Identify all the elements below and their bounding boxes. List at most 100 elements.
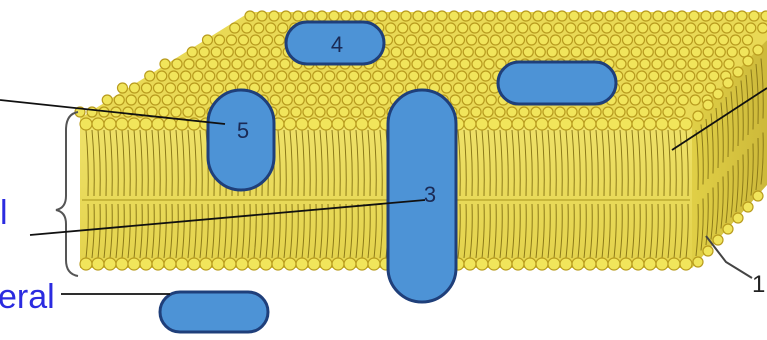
lipid-head — [351, 107, 361, 117]
lipid-head — [198, 95, 208, 105]
protein-peripheral-bottom — [160, 292, 268, 332]
lipid-head — [184, 59, 194, 69]
lipid-head — [626, 23, 636, 33]
lipid-head — [743, 35, 753, 45]
lipid-head — [196, 59, 206, 69]
lipid-head — [703, 100, 713, 110]
lipid-head — [172, 59, 182, 69]
lipid-head — [602, 23, 612, 33]
lipid-head — [114, 95, 124, 105]
lipid-head — [530, 23, 540, 33]
lipid-head — [266, 23, 276, 33]
lipid-head — [415, 47, 425, 57]
lipid-head — [536, 118, 548, 130]
lipid-head — [713, 235, 723, 245]
lipid-head — [499, 47, 509, 57]
lipid-head — [640, 59, 650, 69]
lipid-head — [239, 35, 249, 45]
protein-3-number: 3 — [424, 182, 436, 207]
lipid-head — [256, 59, 266, 69]
lipid-head — [563, 35, 573, 45]
lipid-head — [92, 118, 104, 130]
lipid-head — [733, 213, 743, 223]
lipid-head — [388, 59, 398, 69]
lipid-head — [652, 59, 662, 69]
lipid-head — [625, 71, 635, 81]
lipid-head — [471, 107, 481, 117]
lipid-head — [642, 95, 652, 105]
lipid-head — [128, 118, 140, 130]
lipid-head — [104, 118, 116, 130]
lipid-head — [205, 71, 215, 81]
lipid-head — [627, 107, 637, 117]
lipid-head — [723, 78, 733, 88]
lipid-head — [244, 59, 254, 69]
lipid-head — [212, 258, 224, 270]
lipid-head — [761, 11, 767, 21]
lipid-head — [275, 35, 285, 45]
lipid-head — [668, 258, 680, 270]
lipid-head — [710, 23, 720, 33]
lipid-head — [630, 95, 640, 105]
lipid-head — [651, 107, 661, 117]
lipid-head — [356, 118, 368, 130]
lipid-head — [445, 71, 455, 81]
lipid-head — [152, 258, 164, 270]
lipid-head — [330, 95, 340, 105]
lipid-head — [512, 258, 524, 270]
lipid-head — [527, 35, 537, 45]
lipid-head — [199, 47, 209, 57]
lipid-head — [433, 71, 443, 81]
lipid-head — [512, 118, 524, 130]
lipid-head — [368, 118, 380, 130]
lipid-head — [543, 107, 553, 117]
lipid-head — [658, 83, 668, 93]
lipid-head — [536, 258, 548, 270]
lipid-head — [671, 35, 681, 45]
lipid-head — [507, 107, 517, 117]
lipid-head — [443, 35, 453, 45]
lipid-head — [515, 35, 525, 45]
lipid-head — [126, 95, 136, 105]
protein-surface-right — [498, 62, 616, 104]
lipid-head — [560, 258, 572, 270]
lipid-head — [481, 71, 491, 81]
lipid-head — [575, 35, 585, 45]
lipid-head — [202, 83, 212, 93]
right-label-1: 1 — [752, 271, 765, 298]
lipid-head — [569, 11, 579, 21]
lipid-head — [409, 71, 419, 81]
lipid-head — [548, 258, 560, 270]
lipid-head — [733, 67, 743, 77]
lipid-head — [686, 23, 696, 33]
protein-5: 5 — [208, 90, 274, 190]
lipid-head — [421, 71, 431, 81]
lipid-head — [690, 95, 700, 105]
lipid-head — [523, 47, 533, 57]
lipid-head — [260, 258, 272, 270]
lipid-head — [679, 47, 689, 57]
lipid-head — [278, 23, 288, 33]
lipid-head — [87, 107, 97, 117]
lipid-head — [227, 35, 237, 45]
lipid-head — [394, 83, 404, 93]
lipid-head — [305, 11, 315, 21]
lipid-head — [303, 107, 313, 117]
lipid-head — [700, 59, 710, 69]
lipid-head — [346, 83, 356, 93]
lipid-head — [118, 83, 128, 93]
lipid-head — [620, 258, 632, 270]
lipid-head — [749, 11, 759, 21]
lipid-head — [637, 71, 647, 81]
lipid-head — [607, 47, 617, 57]
lipid-head — [698, 23, 708, 33]
lipid-head — [555, 107, 565, 117]
lipid-head — [236, 258, 248, 270]
lipid-head — [230, 23, 240, 33]
protein-5-number: 5 — [237, 118, 249, 143]
lipid-head — [200, 258, 212, 270]
lipid-head — [533, 11, 543, 21]
lipid-head — [663, 107, 673, 117]
lipid-head — [521, 11, 531, 21]
lipid-head — [224, 258, 236, 270]
